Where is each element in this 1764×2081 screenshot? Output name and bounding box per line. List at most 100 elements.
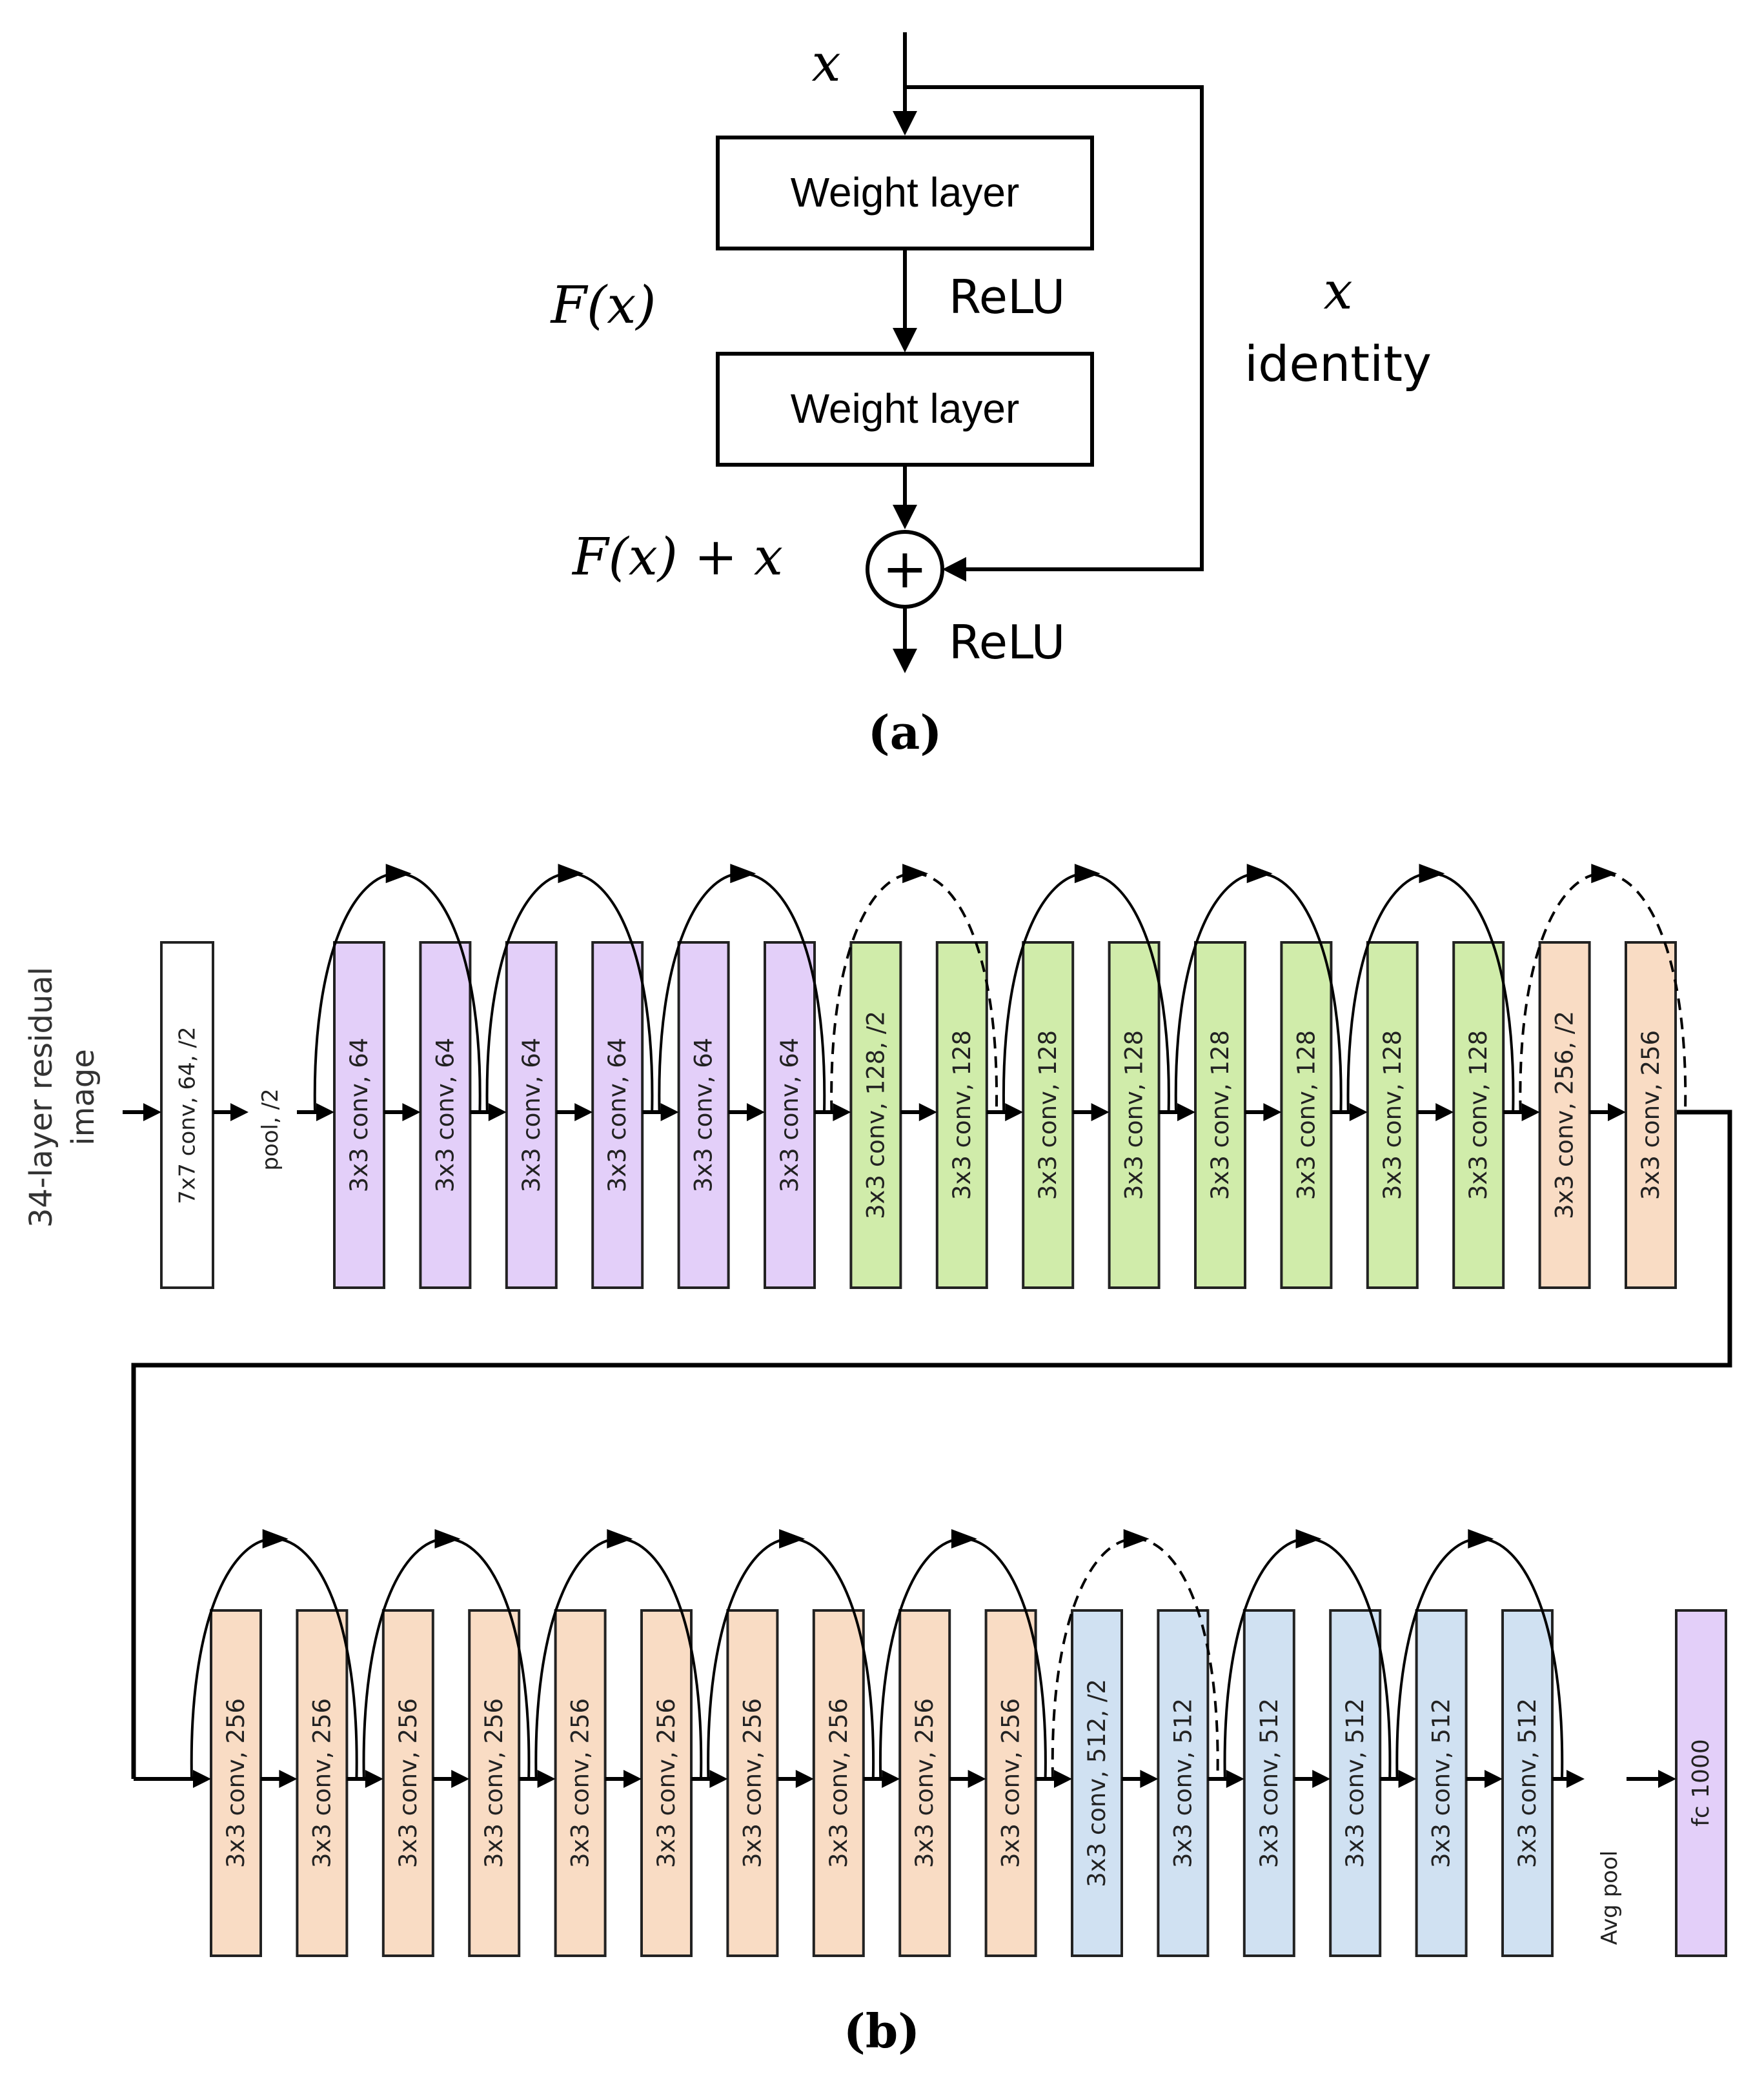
forward-arrowhead <box>537 1770 556 1788</box>
conv-block <box>812 1609 865 1957</box>
forward-arrowhead <box>1226 1770 1244 1788</box>
conv-block-label: 3x3 conv, 256 <box>308 1698 336 1868</box>
conv-block-label: 3x3 conv, 256 <box>997 1698 1025 1868</box>
fx-plus-x-label: F(x) + x <box>571 527 783 587</box>
forward-arrowhead <box>230 1103 248 1121</box>
arrowhead-down <box>893 111 917 136</box>
skip-connections <box>190 864 1687 1780</box>
conv-block-label: 3x3 conv, 128 <box>1465 1030 1492 1200</box>
forward-arrowhead <box>1398 1770 1417 1788</box>
forward-arrowhead <box>574 1103 593 1121</box>
conv-block-label: 3x3 conv, 512 <box>1428 1698 1455 1868</box>
fc-label: fc 1000 <box>1688 1739 1714 1827</box>
forward-arrowhead <box>1054 1770 1072 1788</box>
forward-arrowhead <box>488 1103 507 1121</box>
conv-block-label: 3x3 conv, 256 <box>480 1698 508 1868</box>
forward-arrowhead <box>660 1103 679 1121</box>
side-label-line2: image <box>65 1049 101 1146</box>
skip-arrowhead <box>558 864 584 884</box>
conv-block <box>1329 1609 1382 1957</box>
conv-block-label: 3x3 conv, 64 <box>776 1038 804 1193</box>
skip-arrowhead <box>607 1529 633 1548</box>
row-1: 3x3 conv, 64 3x3 conv, 64 3x3 conv, 64 3x3 … <box>333 941 1677 1289</box>
conv-block <box>898 1609 951 1957</box>
conv-block-label: 3x3 conv, 64 <box>431 1038 459 1193</box>
identity-label: identity <box>1244 335 1432 392</box>
conv-block-label: 3x3 conv, 64 <box>345 1038 373 1193</box>
conv-block <box>677 941 730 1289</box>
side-label-line1: 34-layer residual <box>23 967 59 1228</box>
skip-arrowhead <box>730 864 756 884</box>
forward-arrowhead <box>451 1770 470 1788</box>
plus-symbol: + <box>882 537 928 600</box>
row-connector <box>131 1110 1732 1779</box>
skip-arrowhead <box>779 1529 806 1548</box>
caption-b: (b) <box>844 2004 920 2058</box>
conv-block <box>764 941 816 1289</box>
conv-block-label: 3x3 conv, 128 <box>1292 1030 1320 1200</box>
relu-out-label: ReLU <box>949 615 1065 669</box>
skip-arrowhead <box>1591 864 1617 884</box>
forward-arrowhead <box>143 1103 161 1121</box>
forward-arrowhead <box>402 1103 421 1121</box>
skip-arrowhead <box>385 864 412 884</box>
forward-arrowhead <box>1091 1103 1110 1121</box>
conv-block <box>1071 1609 1123 1957</box>
forward-arrowhead <box>1485 1770 1503 1788</box>
conv-block-label: 3x3 conv, 128 <box>1120 1030 1148 1200</box>
conv-block <box>1242 1609 1295 1957</box>
panel-a: Weight layer Weight layer + x ReLU F(x) … <box>549 32 1432 760</box>
conv-block-label: 3x3 conv, 128 <box>1379 1030 1406 1200</box>
forward-arrowhead <box>1312 1770 1331 1788</box>
conv-block <box>419 941 472 1289</box>
weight-layer-box-2 <box>716 352 1094 467</box>
forward-arrowhead <box>193 1770 211 1788</box>
conv-block <box>849 941 902 1289</box>
conv-block-label: 3x3 conv, 512 <box>1514 1698 1541 1868</box>
forward-arrowhead <box>279 1770 298 1788</box>
forward-arrowhead <box>968 1770 986 1788</box>
skip-arrowhead <box>1074 864 1100 884</box>
conv-block-label: 3x3 conv, 256 <box>1637 1030 1665 1200</box>
conv-block <box>1108 941 1161 1289</box>
conv-block-label: 3x3 conv, 256 <box>394 1698 422 1868</box>
weight-layer-1-label: Weight layer <box>791 169 1020 216</box>
conv-block <box>1194 941 1246 1289</box>
forward-arrowhead <box>918 1103 937 1121</box>
conv-block-label: 3x3 conv, 64 <box>603 1038 631 1193</box>
conv-block-label: 3x3 conv, 64 <box>518 1038 545 1193</box>
conv-block-label: 3x3 conv, 512, /2 <box>1083 1679 1111 1887</box>
skip-arrowhead <box>262 1529 289 1548</box>
forward-arrowhead <box>1349 1103 1368 1121</box>
conv-block <box>935 941 988 1289</box>
forward-arrowhead <box>623 1770 642 1788</box>
conv-block <box>1280 941 1333 1289</box>
row-2: 3x3 conv, 256 3x3 conv, 256 3x3 conv, 256 3… <box>210 1609 1554 1957</box>
skip-arrowhead <box>902 864 929 884</box>
conv-block-label: 3x3 conv, 256 <box>222 1698 250 1868</box>
conv-block <box>1538 941 1591 1289</box>
skip-connection-dashed <box>1519 872 1687 1113</box>
arrowhead-down <box>893 328 917 352</box>
conv-block <box>1452 941 1505 1289</box>
conv-block <box>333 941 385 1289</box>
arrowhead-left <box>942 557 966 582</box>
skip-arrowhead <box>1246 864 1273 884</box>
conv-block <box>726 1609 779 1957</box>
conv-block-label: 3x3 conv, 256, /2 <box>1551 1011 1579 1219</box>
conv-block <box>210 1609 262 1957</box>
forward-arrowhead <box>833 1103 851 1121</box>
first-conv-label: 7x7 conv, 64, /2 <box>175 1027 201 1204</box>
conv-block-label: 3x3 conv, 256 <box>653 1698 680 1868</box>
conv-block <box>1157 1609 1210 1957</box>
skip-arrowhead <box>1419 864 1445 884</box>
conv-block <box>1022 941 1075 1289</box>
conv-block-label: 3x3 conv, 128 <box>1034 1030 1062 1200</box>
conv-block <box>468 1609 521 1957</box>
skip-arrowhead <box>1468 1529 1494 1548</box>
forward-arrowhead <box>1608 1103 1626 1121</box>
skip-connection-dashed <box>830 872 998 1113</box>
skip-arrowhead <box>1295 1529 1322 1548</box>
skip-arrowhead <box>434 1529 461 1548</box>
